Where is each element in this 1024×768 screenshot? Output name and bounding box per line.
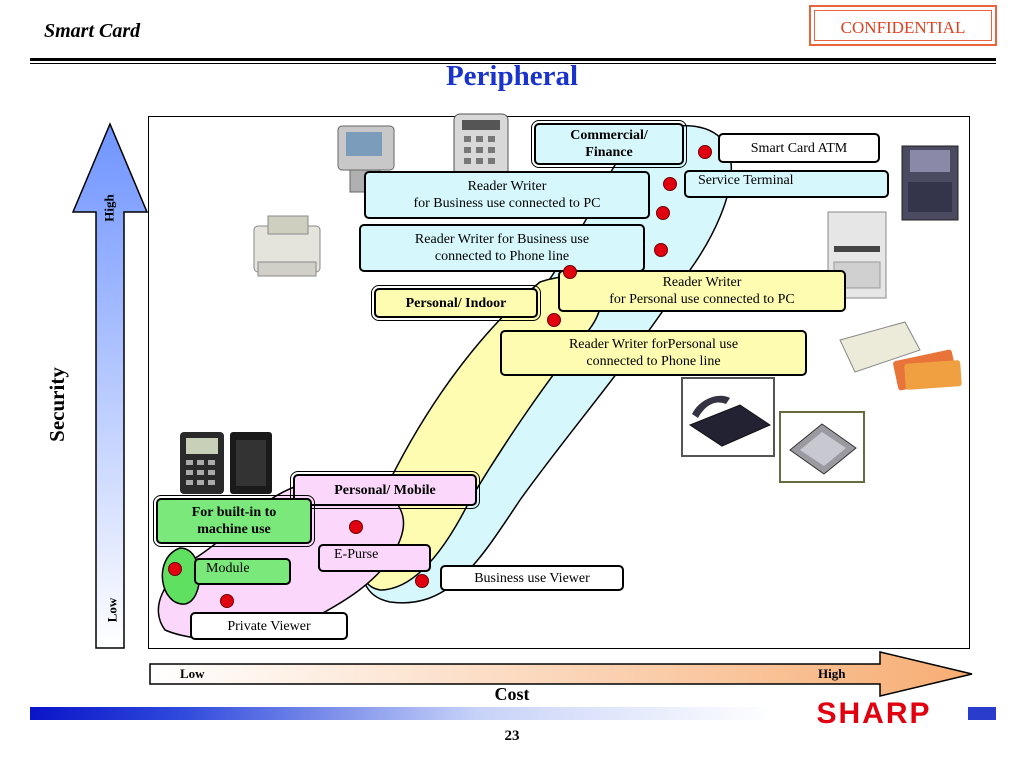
cost-low-label: Low	[180, 666, 205, 681]
marker-epurse	[349, 520, 363, 534]
device-rw-personal-phone: Reader Writer forPersonal use connected …	[500, 330, 807, 376]
header-rule	[30, 58, 996, 61]
category-personal-indoor-label: Personal/ Indoor	[405, 295, 507, 311]
deck-title: Smart Card	[44, 20, 141, 42]
security-axis-title: Security	[40, 367, 100, 442]
device-business-viewer-label: Business use Viewer	[474, 570, 590, 586]
marker-service-terminal	[663, 177, 677, 191]
marker-rw-business-phone	[654, 243, 668, 257]
device-business-viewer: Business use Viewer	[440, 565, 624, 591]
device-service-terminal-label: Service Terminal	[698, 173, 794, 188]
marker-module	[168, 562, 182, 576]
security-high-label: High	[101, 194, 117, 222]
device-module-label: Module	[206, 561, 250, 576]
device-rw-personal-pc-line2: for Personal use connected to PC	[609, 292, 795, 307]
cost-axis-label: Cost	[494, 684, 530, 704]
pc-card-image	[789, 423, 857, 475]
confidential-label: CONFIDENTIAL	[814, 10, 992, 41]
device-rw-personal-pc-line1: Reader Writer	[662, 275, 742, 290]
marker-rw-personal-pc	[563, 265, 577, 279]
category-commercial-label: Commercial/ Finance	[570, 128, 648, 160]
device-private-viewer-label: Private Viewer	[227, 618, 311, 634]
device-atm: Smart Card ATM	[718, 133, 880, 163]
marker-business-viewer	[415, 574, 429, 588]
header-rule-thin	[30, 63, 996, 64]
telephone-image	[688, 395, 772, 447]
cost-axis-arrow	[149, 651, 973, 697]
category-personal-mobile-label: Personal/ Mobile	[334, 482, 436, 498]
marker-rw-business-pc	[656, 206, 670, 220]
security-low-label: Low	[104, 597, 120, 623]
card-reader-with-cards-image	[839, 321, 962, 391]
device-rw-business-phone-line2: connected to Phone line	[434, 249, 570, 264]
handheld-reader-image	[453, 113, 509, 177]
device-epurse: E-Purse	[318, 544, 431, 572]
category-commercial: Commercial/ Finance	[531, 120, 687, 168]
device-rw-business-phone: Reader Writer for Business use connected…	[359, 224, 645, 272]
sharp-logo-text: SHARP	[816, 697, 931, 727]
footer-bar-end	[968, 707, 996, 720]
category-personal-indoor: Personal/ Indoor	[371, 285, 541, 321]
device-rw-business-pc: Reader Writer for Business use connected…	[364, 171, 650, 219]
page-number: 23	[504, 728, 520, 744]
atm-machine-image	[901, 145, 959, 221]
page-title: Peripheral	[445, 60, 579, 92]
sharp-logo: SHARP	[816, 697, 931, 727]
category-personal-mobile: Personal/ Mobile	[290, 471, 480, 509]
device-module: Module	[194, 558, 291, 585]
device-rw-business-pc-line1: Reader Writer	[467, 179, 547, 194]
marker-private-viewer	[220, 594, 234, 608]
device-epurse-label: E-Purse	[334, 547, 379, 562]
marker-rw-personal-phone	[547, 313, 561, 327]
security-axis-arrow	[71, 122, 149, 649]
device-rw-business-phone-line1: Reader Writer for Business use	[414, 232, 590, 247]
confidential-stamp: CONFIDENTIAL	[809, 5, 997, 46]
device-rw-personal-pc: Reader Writer for Personal use connected…	[558, 270, 846, 312]
device-rw-personal-phone-line2: connected to Phone line	[586, 354, 721, 369]
marker-atm	[698, 145, 712, 159]
device-rw-personal-phone-line1: Reader Writer forPersonal use	[568, 337, 739, 352]
cash-register-image	[253, 215, 321, 277]
footer-bar	[30, 707, 774, 720]
security-axis-label: Security	[44, 367, 69, 442]
diagram-frame	[148, 116, 970, 649]
category-builtin-label: For built-in to machine use	[191, 505, 277, 537]
device-rw-business-pc-line2: for Business use connected to PC	[413, 196, 601, 211]
category-builtin: For built-in to machine use	[153, 495, 315, 547]
device-atm-label: Smart Card ATM	[750, 140, 848, 156]
device-service-terminal: Service Terminal	[684, 170, 889, 198]
handheld-purse-image	[180, 432, 272, 494]
device-private-viewer: Private Viewer	[190, 612, 348, 640]
cost-high-label: High	[818, 666, 846, 681]
